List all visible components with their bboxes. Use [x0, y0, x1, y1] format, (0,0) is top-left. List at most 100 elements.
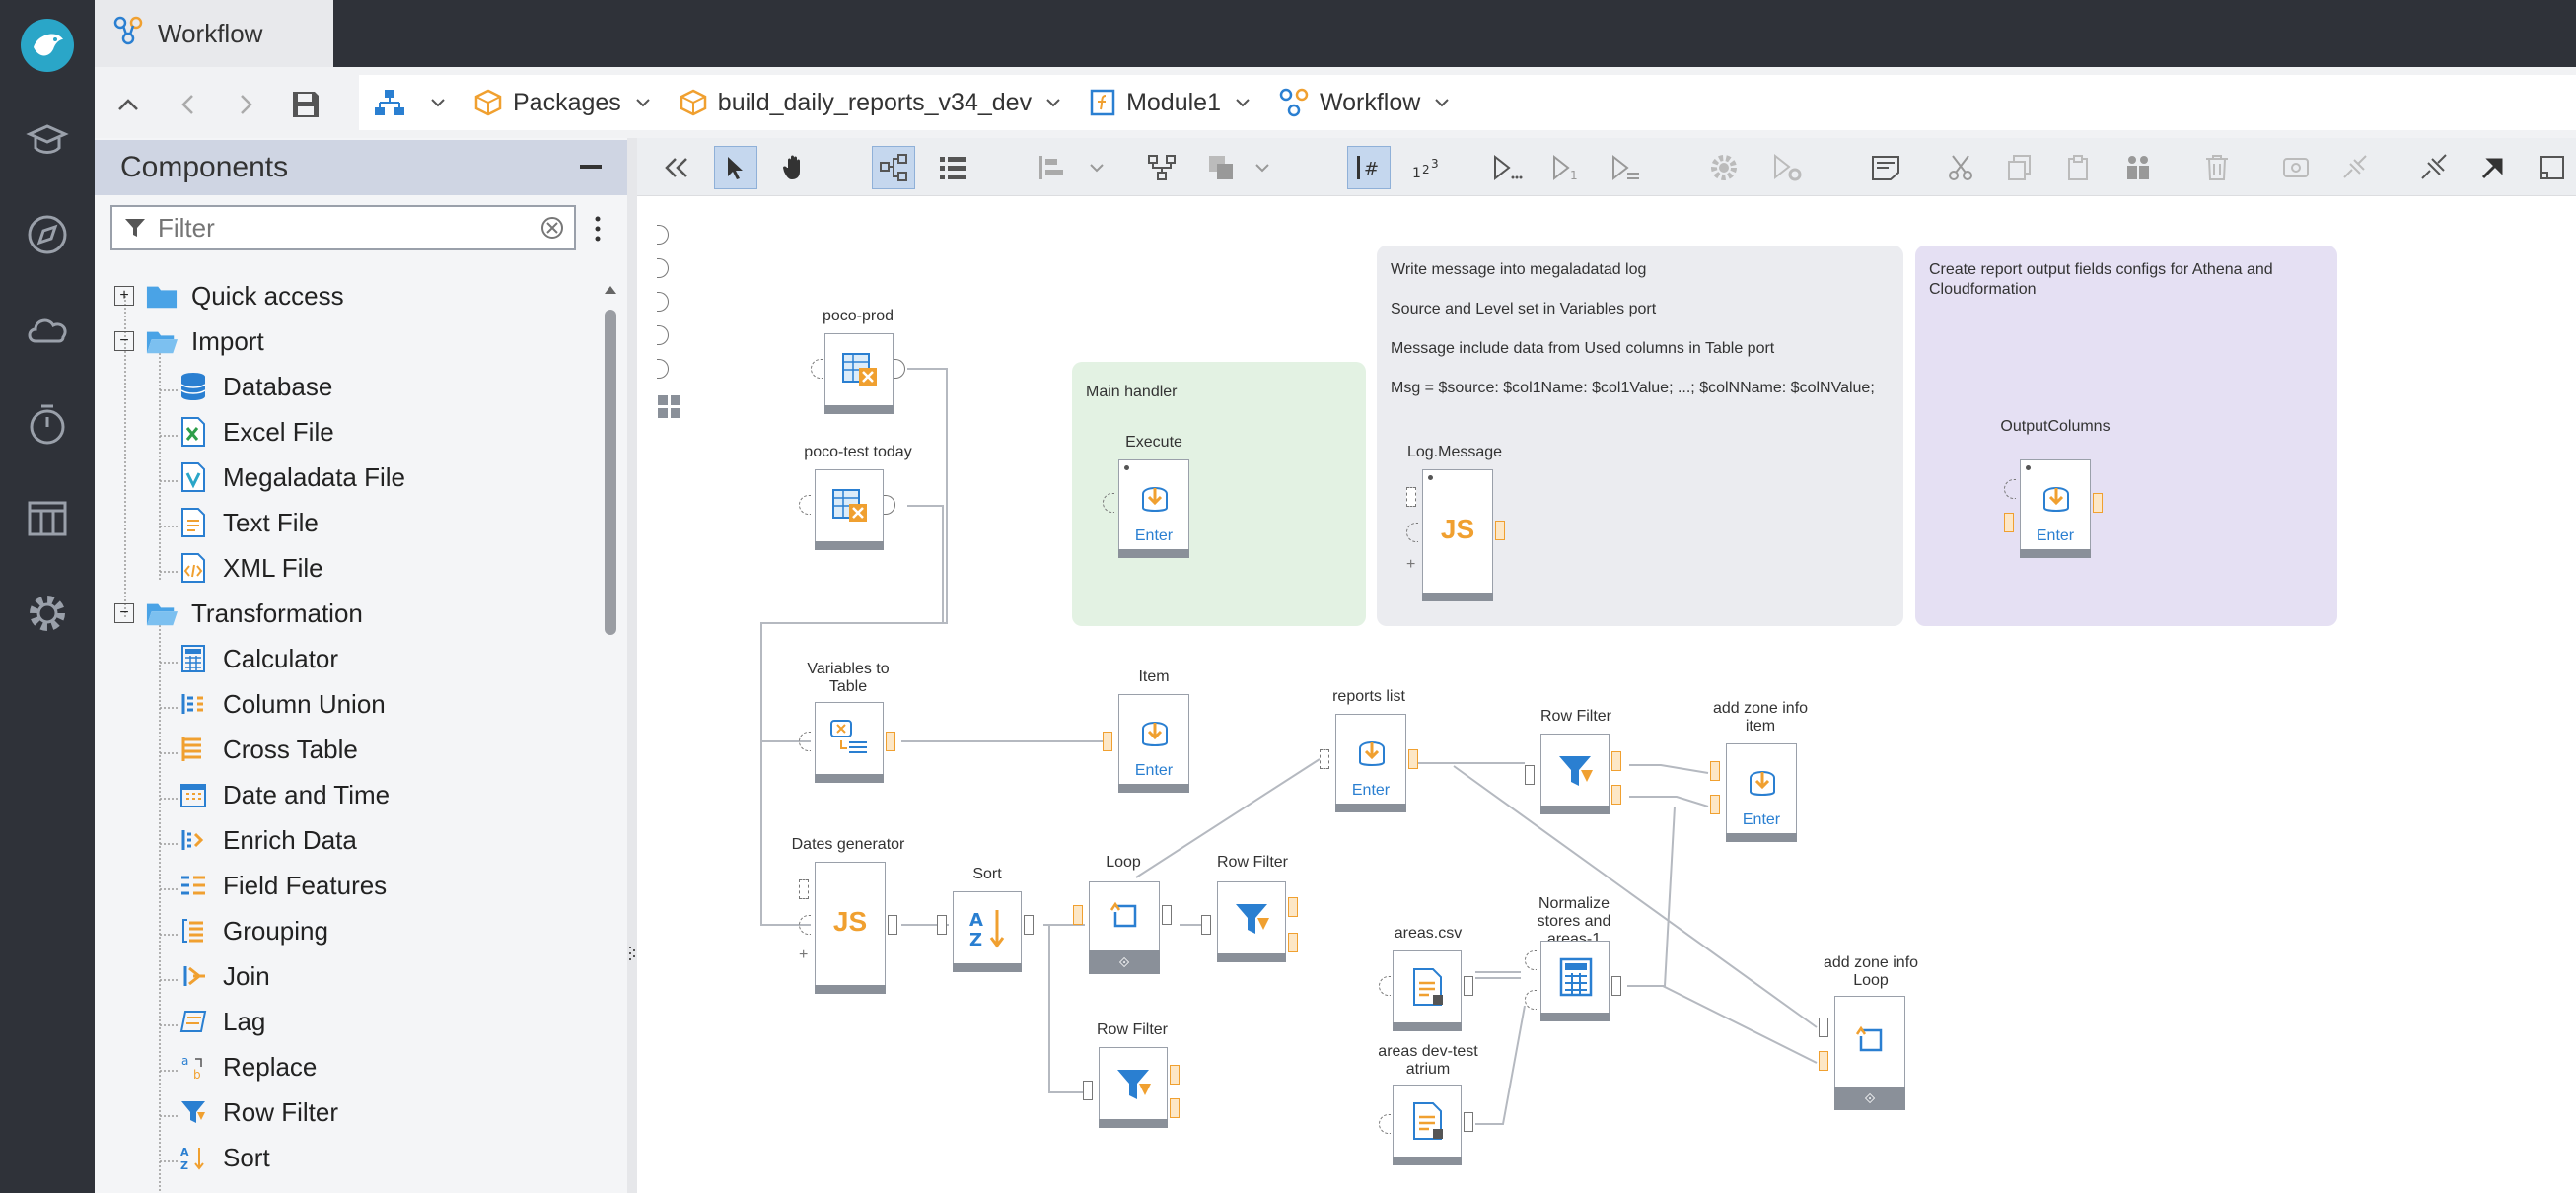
expand-icon[interactable]: + — [114, 286, 134, 306]
back-button[interactable] — [168, 85, 207, 124]
breadcrumb-package[interactable]: build_daily_reports_v34_dev — [679, 88, 1071, 117]
gear-icon[interactable] — [20, 586, 75, 641]
input-port[interactable] — [799, 732, 811, 751]
cut-button[interactable] — [1939, 146, 1982, 189]
app-logo[interactable] — [20, 18, 75, 73]
breadcrumb-module[interactable]: Module1 — [1089, 88, 1260, 117]
node-dates-generator[interactable]: JS — [815, 862, 886, 994]
add-port-icon[interactable]: + — [1406, 556, 1416, 573]
tab-workflow[interactable]: Workflow — [95, 0, 333, 67]
tree-item-calculator[interactable]: Calculator — [178, 639, 338, 678]
node-row-filter-1[interactable] — [1540, 734, 1610, 814]
tree-item-database[interactable]: Database — [178, 367, 332, 406]
input-port[interactable] — [1103, 493, 1114, 513]
output-port[interactable] — [1408, 749, 1418, 769]
node-reports-list[interactable]: Enter — [1335, 714, 1406, 812]
timer-icon[interactable] — [20, 396, 75, 452]
input-port[interactable] — [1379, 976, 1391, 996]
input-port[interactable] — [799, 915, 811, 935]
up-button[interactable] — [108, 85, 148, 124]
breadcrumb-packages[interactable]: Packages — [473, 88, 661, 117]
input-port[interactable] — [799, 495, 811, 515]
input-port[interactable] — [1710, 761, 1720, 781]
tree-item-cross-table[interactable]: Cross Table — [178, 730, 358, 769]
copy-button[interactable] — [1998, 146, 2041, 189]
input-port[interactable] — [1819, 1018, 1828, 1037]
output-port[interactable] — [1464, 976, 1473, 996]
node-item[interactable]: Enter — [1118, 694, 1189, 793]
group-button[interactable] — [1199, 146, 1243, 189]
node-row-filter-2[interactable] — [1217, 881, 1286, 962]
breadcrumb-root[interactable] — [373, 88, 456, 117]
run-step-button[interactable]: 1 — [1544, 146, 1588, 189]
show-ports-button[interactable]: # — [1347, 146, 1391, 189]
more-options-icon[interactable] — [592, 209, 604, 248]
input-port[interactable] — [937, 915, 947, 935]
connect-button[interactable] — [2333, 146, 2377, 189]
tree-item-text-file[interactable]: Text File — [178, 503, 319, 542]
node-areas-dev-test[interactable] — [1393, 1085, 1462, 1165]
arrange-button[interactable] — [1140, 146, 1183, 189]
output-port[interactable] — [1495, 521, 1505, 540]
collapse-node-icon[interactable]: − — [114, 331, 134, 351]
cloud-icon[interactable] — [20, 302, 75, 357]
output-port[interactable] — [1464, 1112, 1473, 1132]
collapse-panel-button[interactable] — [655, 146, 698, 189]
collapse-icon[interactable] — [580, 165, 602, 169]
input-port[interactable] — [1073, 905, 1083, 925]
run-settings-button[interactable] — [1765, 146, 1809, 189]
paste-button[interactable] — [2057, 146, 2101, 189]
output-port[interactable] — [888, 915, 897, 935]
tree-item-field-features[interactable]: Field Features — [178, 866, 387, 905]
select-tool-button[interactable] — [714, 146, 757, 189]
input-port[interactable] — [1819, 1051, 1828, 1071]
delete-button[interactable] — [2195, 146, 2239, 189]
output-port[interactable] — [886, 732, 895, 751]
input-port[interactable] — [1103, 732, 1112, 751]
input-port[interactable] — [1083, 1081, 1093, 1100]
table-icon[interactable] — [20, 491, 75, 546]
input-port[interactable] — [2004, 479, 2016, 499]
output-port[interactable] — [2093, 493, 2103, 513]
node-loop[interactable]: ⟐ — [1089, 881, 1160, 974]
collapse-node-icon[interactable]: − — [114, 603, 134, 623]
tree-item-row-filter[interactable]: Row Filter — [178, 1092, 338, 1132]
output-port[interactable] — [1288, 933, 1298, 952]
input-port[interactable] — [1201, 915, 1211, 935]
node-output-columns[interactable]: Enter — [2020, 459, 2091, 558]
node-poco-test-today[interactable] — [815, 469, 884, 550]
tree-item-megaladata-file[interactable]: Megaladata File — [178, 457, 405, 497]
run-options-button[interactable] — [1604, 146, 1647, 189]
link-tool-button[interactable] — [2412, 146, 2456, 189]
forward-button[interactable] — [227, 85, 266, 124]
input-port[interactable] — [1406, 487, 1416, 507]
node-normalize-stores[interactable] — [1540, 941, 1610, 1021]
tree-item-quick-access[interactable]: + Quick access — [114, 276, 344, 316]
run-to-button[interactable] — [1485, 146, 1529, 189]
list-view-button[interactable] — [931, 146, 974, 189]
tree-item-lag[interactable]: Lag — [178, 1002, 265, 1041]
tree-item-transformation[interactable]: − Transformation — [114, 594, 363, 633]
tree-item-grouping[interactable]: Grouping — [178, 911, 328, 950]
group-dropdown-icon[interactable] — [1251, 146, 1274, 189]
tree-item-excel-file[interactable]: Excel File — [178, 412, 334, 452]
clear-icon[interactable] — [540, 216, 564, 240]
output-port[interactable] — [1170, 1065, 1180, 1085]
node-execute[interactable]: Enter — [1118, 459, 1189, 558]
input-port[interactable] — [1320, 749, 1329, 769]
tree-item-column-union[interactable]: Column Union — [178, 684, 386, 724]
align-button[interactable] — [1030, 146, 1073, 189]
note-log-message[interactable]: Write message into megaladatad log Sourc… — [1377, 246, 1903, 626]
tree-item-enrich-data[interactable]: Enrich Data — [178, 820, 357, 860]
output-port[interactable] — [1288, 897, 1298, 917]
breadcrumb-workflow[interactable]: Workflow — [1278, 87, 1460, 118]
output-port[interactable] — [1611, 785, 1621, 805]
pan-tool-button[interactable] — [773, 146, 817, 189]
node-areas-csv[interactable] — [1393, 950, 1462, 1031]
align-dropdown-icon[interactable] — [1085, 146, 1109, 189]
tree-item-date-and-time[interactable]: Date and Time — [178, 775, 390, 814]
input-port[interactable] — [2004, 513, 2014, 532]
